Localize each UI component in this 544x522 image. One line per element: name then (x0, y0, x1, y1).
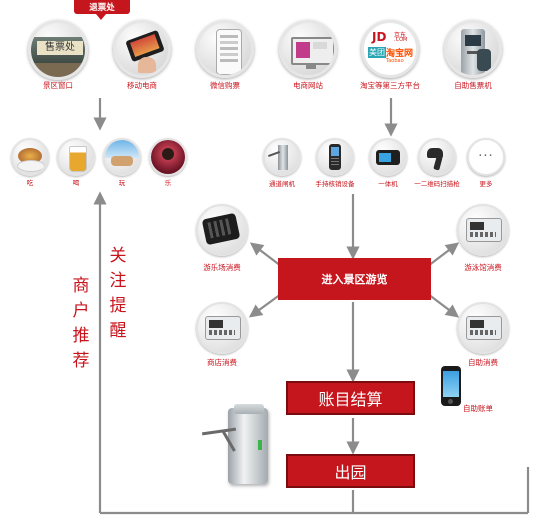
ecommerce-site-icon (291, 37, 334, 65)
channel-third-party: JD 京东 .COM 美团 淘宝网 Taobao (361, 20, 419, 78)
consumption-self-service (457, 302, 509, 354)
device-more: ··· (467, 138, 505, 176)
channel-wechat (196, 20, 254, 78)
device-scanner (418, 138, 456, 176)
play-icon (105, 140, 139, 158)
service-label: 喝 (72, 179, 80, 187)
exit-label: 出园 (334, 463, 367, 482)
refund-tab-pointer (96, 14, 106, 20)
drink-icon (69, 146, 87, 172)
device-all-in-one (369, 138, 407, 176)
more-icon: ··· (478, 149, 494, 164)
service-drink (57, 138, 95, 176)
pos-terminal-icon (205, 316, 241, 340)
enter-scenic-area-box: 进入景区游览 (278, 258, 431, 300)
channel-label: 电商网站 (293, 81, 323, 90)
attention-reminder-text: 关注提醒 (109, 246, 127, 341)
taobao-logo: 淘宝网 (386, 49, 414, 59)
channel-label: 自助售票机 (454, 81, 492, 90)
consumption-label: 商店消费 (207, 358, 237, 367)
channel-label: 微信购票 (210, 81, 240, 90)
service-entertainment (149, 138, 187, 176)
service-food (11, 138, 49, 176)
consumption-swimming (457, 204, 509, 256)
arrow-to-selfservice (427, 293, 460, 318)
arrow-to-store (248, 293, 282, 318)
merchant-recommendation-text: 商户推荐 (72, 276, 90, 371)
jd-com: .COM (394, 37, 408, 43)
channel-ticket-window: 售票处 (28, 20, 88, 80)
device-label: 更多 (479, 180, 493, 188)
consumption-store (196, 302, 248, 354)
meituan-logo: 美团 (369, 48, 385, 57)
channel-self-service-machine (444, 20, 502, 78)
enter-scenic-area-label: 进入景区游览 (321, 273, 388, 286)
device-label: 手持核销设备 (315, 180, 355, 188)
channel-ecommerce-site (279, 20, 337, 78)
pos-terminal-icon (466, 218, 502, 242)
handheld-verifier-icon (329, 144, 341, 170)
consumption-label: 自助消费 (468, 358, 498, 367)
smartphone-icon (441, 366, 461, 406)
card-reader-icon (201, 212, 241, 246)
device-label: 通道闸机 (269, 180, 295, 188)
jd-logo: JD (372, 30, 387, 44)
device-label: 一二维码扫描枪 (414, 180, 460, 188)
wechat-purchase-icon (216, 29, 242, 75)
service-play (103, 138, 141, 176)
arrow-to-swimming (427, 242, 460, 267)
pos-terminal-icon (466, 316, 502, 340)
service-label: 乐 (164, 179, 172, 187)
refund-tab: 退票处 (74, 0, 130, 14)
channel-label: 景区窗口 (43, 81, 73, 90)
refund-tab-label: 退票处 (89, 3, 115, 13)
settlement-box: 账目结算 (286, 381, 415, 415)
device-label: 一体机 (378, 180, 398, 188)
arrow-to-amusement (249, 242, 282, 267)
service-label: 吃 (26, 179, 34, 187)
settlement-label: 账目结算 (318, 390, 383, 409)
third-party-platform-icon: JD 京东 .COM 美团 淘宝网 Taobao (364, 23, 416, 75)
channel-label: 移动电商 (127, 81, 157, 90)
barcode-scanner-icon (427, 148, 443, 158)
exit-box: 出园 (286, 454, 415, 488)
device-handheld (316, 138, 354, 176)
self-bill-label: 自助账单 (463, 404, 493, 413)
all-in-one-terminal-icon (376, 150, 400, 165)
turnstile-gate-icon (278, 145, 288, 170)
consumption-amusement (196, 204, 248, 256)
consumption-label: 游乐场消费 (203, 263, 241, 272)
channel-label: 淘宝等第三方平台 (360, 81, 420, 90)
service-label: 玩 (118, 179, 126, 187)
device-turnstile (263, 138, 301, 176)
jd-cn: 京东 (394, 32, 407, 39)
taobao-en: Taobao (386, 58, 404, 64)
consumption-label: 游泳馆消费 (464, 263, 502, 272)
turnstile-illustration (200, 404, 272, 488)
channel-mobile-ecommerce (113, 20, 171, 78)
